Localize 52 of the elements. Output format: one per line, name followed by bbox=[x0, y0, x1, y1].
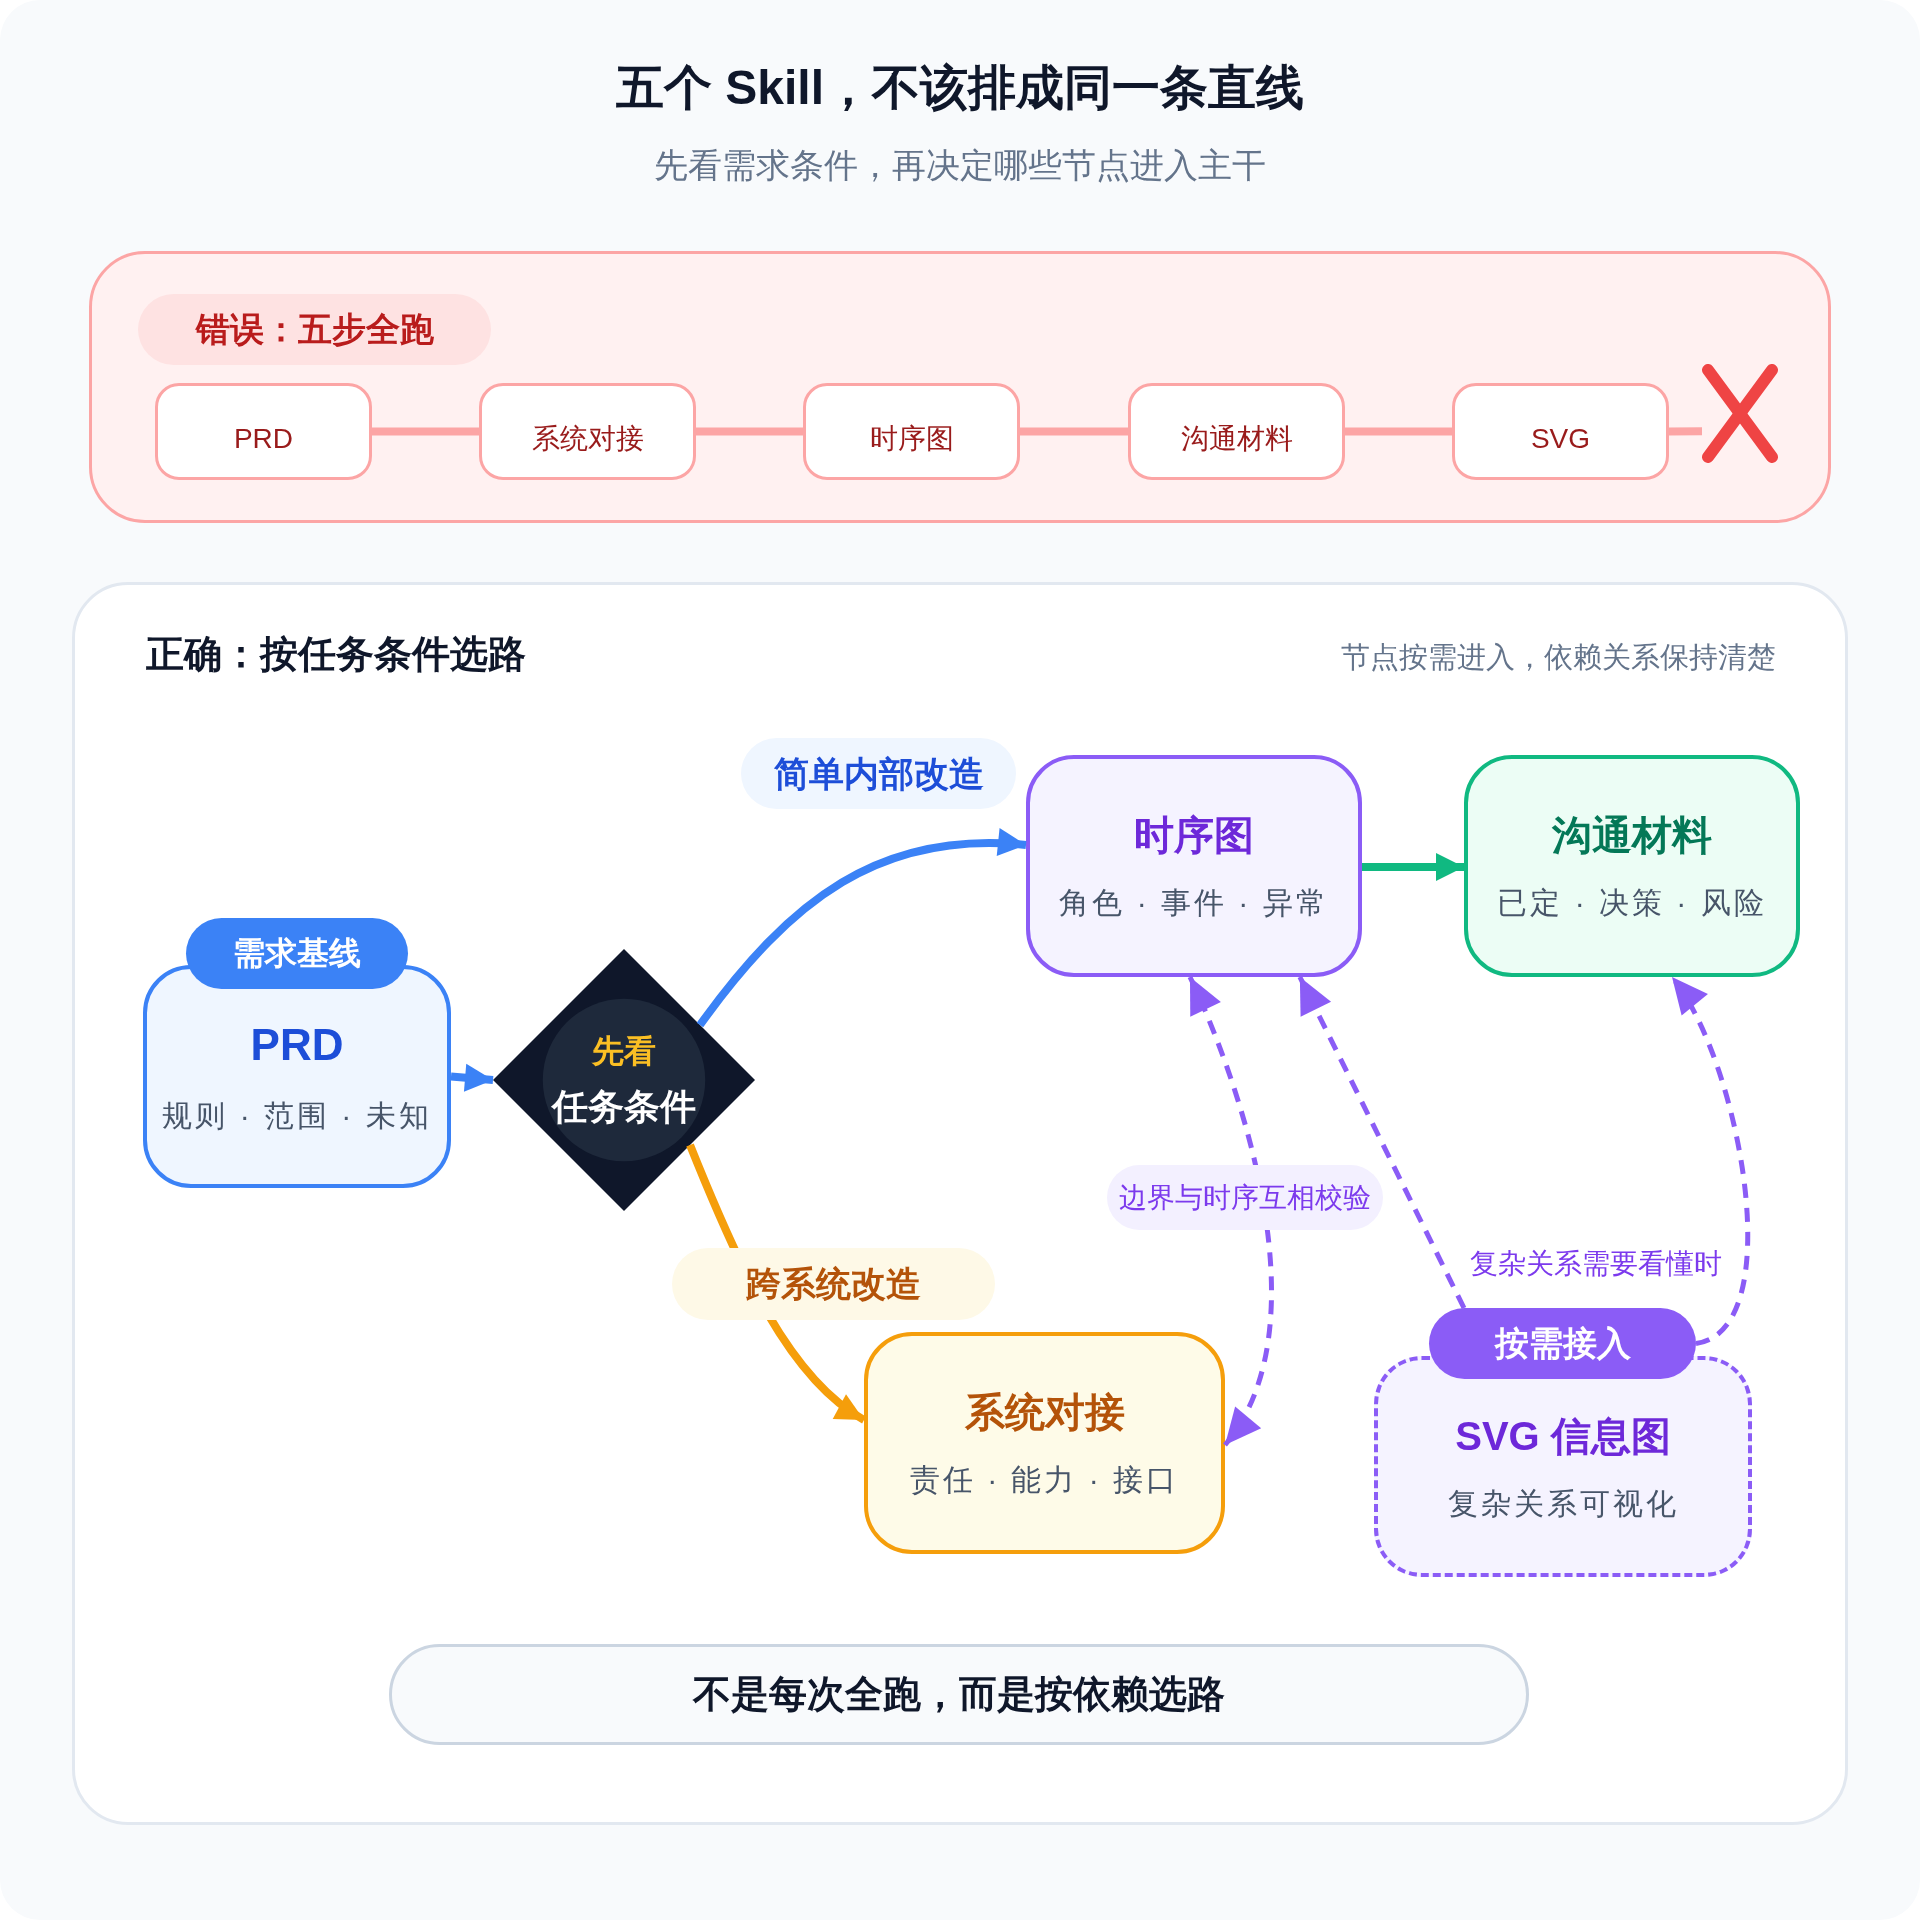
panel-heading: 正确：按任务条件选路 bbox=[146, 632, 526, 677]
process-box bbox=[1026, 755, 1362, 977]
box-subtitle: 角色 · 事件 · 异常 bbox=[1059, 885, 1329, 921]
tag-label: 需求基线 bbox=[233, 934, 361, 973]
connector-line bbox=[696, 427, 803, 436]
box-title: SVG 信息图 bbox=[1455, 1412, 1671, 1460]
cross-mark-icon bbox=[1702, 364, 1778, 463]
step-label: SVG bbox=[1530, 421, 1591, 456]
dashed-arrow bbox=[1297, 975, 1467, 1310]
tag-label: 按需接入 bbox=[1494, 1323, 1631, 1364]
flow-panel bbox=[72, 582, 1848, 1825]
dashed-arrow bbox=[1669, 975, 1751, 1346]
box-subtitle: 已定 · 决策 · 风险 bbox=[1497, 885, 1767, 921]
decision-diamond bbox=[493, 949, 755, 1211]
box-subtitle: 规则 · 范围 · 未知 bbox=[162, 1097, 432, 1134]
step-box bbox=[803, 383, 1020, 480]
panel-note: 节点按需进入，依赖关系保持清楚 bbox=[1341, 640, 1776, 675]
box-title: 时序图 bbox=[1134, 812, 1254, 859]
diamond-label: 任务条件 bbox=[552, 1084, 696, 1128]
diagram-title: 五个 Skill，不该排成同一条直线 bbox=[615, 60, 1305, 116]
box-title: PRD bbox=[250, 1019, 344, 1072]
step-box bbox=[1452, 383, 1669, 480]
step-box bbox=[1128, 383, 1345, 480]
box-subtitle: 复杂关系可视化 bbox=[1447, 1485, 1679, 1522]
edge-label: 简单内部改造 bbox=[741, 738, 1016, 809]
tag-label: 错误：五步全跑 bbox=[195, 309, 434, 350]
step-label: 系统对接 bbox=[531, 421, 644, 456]
diagram-subtitle: 先看需求条件，再决定哪些节点进入主干 bbox=[654, 145, 1266, 186]
condition-note: 复杂关系需要看懂时 bbox=[1470, 1247, 1722, 1281]
edge-label: 跨系统改造 bbox=[672, 1248, 995, 1320]
connector-line bbox=[372, 427, 479, 436]
dashed-double-arrow bbox=[1187, 975, 1274, 1447]
diamond-label: 先看 bbox=[592, 1032, 656, 1071]
connector-line bbox=[1020, 427, 1128, 436]
box-title: 沟通材料 bbox=[1552, 812, 1712, 859]
arrow bbox=[696, 829, 1027, 1028]
connector-line bbox=[1345, 427, 1452, 436]
arrow bbox=[450, 1063, 494, 1092]
process-box bbox=[1464, 755, 1800, 977]
edge-label: 边界与时序互相校验 bbox=[1107, 1165, 1383, 1230]
step-box bbox=[155, 383, 372, 480]
step-label: 沟通材料 bbox=[1180, 421, 1293, 456]
connector-line bbox=[1669, 427, 1703, 436]
summary-text: 不是每次全跑，而是按依赖选路 bbox=[693, 1671, 1225, 1717]
warning-panel bbox=[89, 251, 1831, 523]
step-box bbox=[479, 383, 696, 480]
step-label: 时序图 bbox=[869, 421, 954, 456]
box-subtitle: 责任 · 能力 · 接口 bbox=[909, 1462, 1180, 1498]
step-label: PRD bbox=[233, 421, 294, 456]
arrow bbox=[1362, 853, 1464, 882]
process-box bbox=[864, 1332, 1225, 1554]
box-title: 系统对接 bbox=[964, 1389, 1125, 1436]
